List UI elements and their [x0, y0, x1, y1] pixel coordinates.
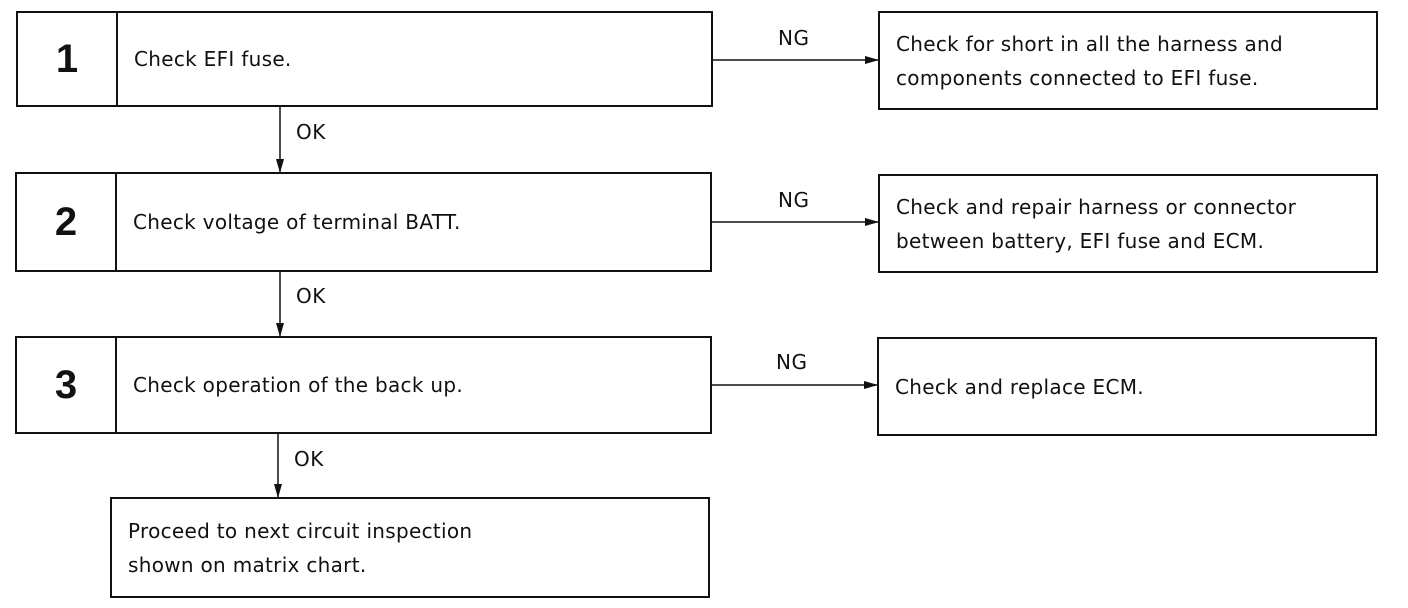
- ng-result-3-box: Check and replace ECM.: [877, 337, 1377, 436]
- ng-result-2-box: Check and repair harness or connector be…: [878, 174, 1378, 273]
- ok-label-1: OK: [296, 120, 326, 144]
- step-1-text: Check EFI fuse.: [134, 47, 292, 71]
- step-3-box: 3 Check operation of the back up.: [15, 336, 712, 434]
- ng-label-1: NG: [778, 26, 810, 50]
- step-1-box: 1 Check EFI fuse.: [16, 11, 713, 107]
- ng-label-2: NG: [778, 188, 810, 212]
- step-1-number: 1: [18, 13, 118, 105]
- ng-result-2-line-2: between battery, EFI fuse and ECM.: [896, 228, 1265, 253]
- ok-label-2: OK: [296, 284, 326, 308]
- final-box: Proceed to next circuit inspection shown…: [110, 497, 710, 598]
- ng-result-1-box: Check for short in all the harness and c…: [878, 11, 1378, 110]
- final-line-2: shown on matrix chart.: [128, 552, 367, 577]
- ng-label-3: NG: [776, 350, 808, 374]
- step-2-number: 2: [17, 174, 117, 270]
- ng-result-2-line-1: Check and repair harness or connector: [896, 194, 1297, 219]
- ng-result-3-line-1: Check and replace ECM.: [895, 374, 1144, 399]
- step-2-box: 2 Check voltage of terminal BATT.: [15, 172, 712, 272]
- ng-result-1-line-1: Check for short in all the harness and: [896, 31, 1283, 56]
- step-3-text: Check operation of the back up.: [133, 373, 463, 397]
- final-line-1: Proceed to next circuit inspection: [128, 518, 473, 543]
- ng-result-1-line-2: components connected to EFI fuse.: [896, 65, 1259, 90]
- step-2-text: Check voltage of terminal BATT.: [133, 210, 461, 234]
- step-3-number: 3: [17, 338, 117, 432]
- ok-label-3: OK: [294, 447, 324, 471]
